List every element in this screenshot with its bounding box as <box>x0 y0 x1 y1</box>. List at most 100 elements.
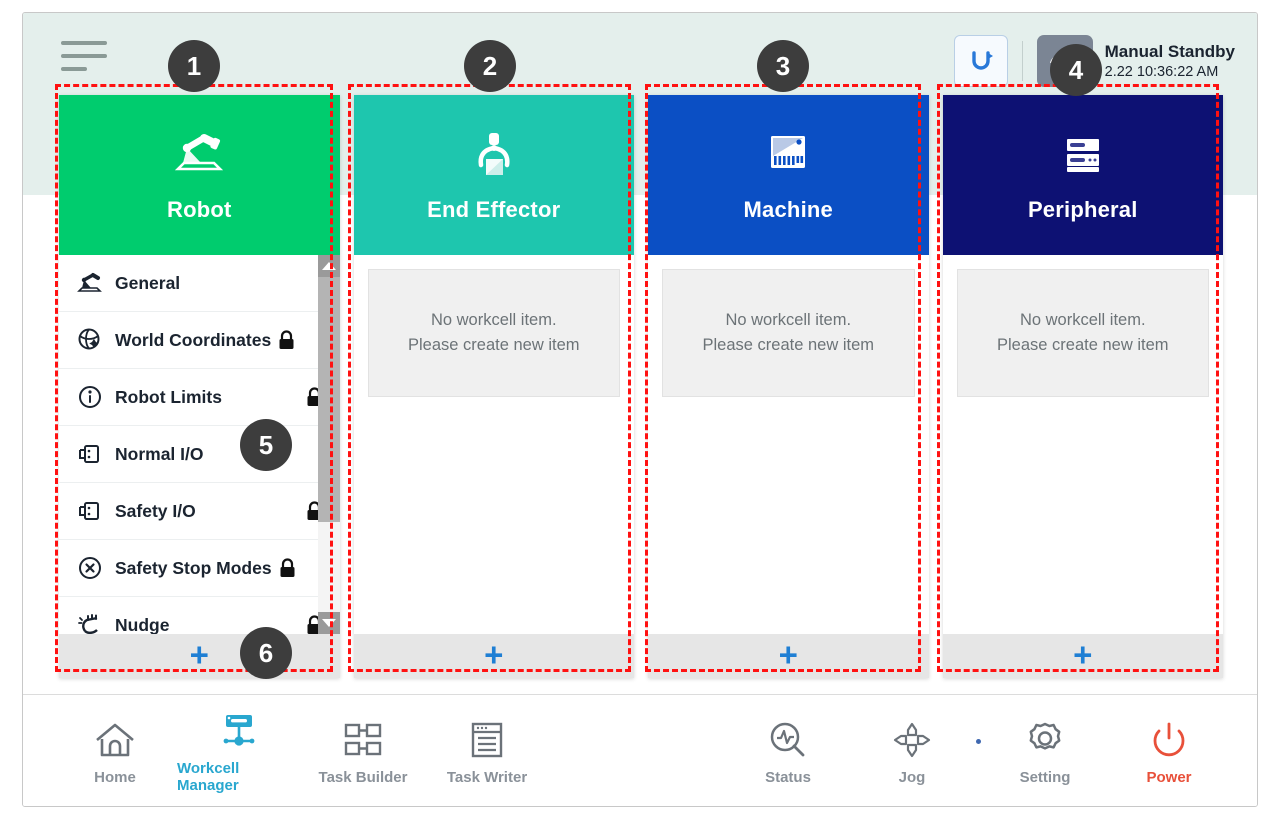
list-item-label: General <box>115 272 181 293</box>
column-title: Robot <box>166 197 232 222</box>
status-pulse-magnifier-icon <box>766 716 810 760</box>
list-scrollbar[interactable] <box>317 255 340 634</box>
list-item-world-coordinates[interactable]: World Coordinates <box>59 312 340 369</box>
list-item-normal-io[interactable]: Normal I/O <box>59 426 340 483</box>
list-item-general[interactable]: General <box>59 255 340 312</box>
scrollbar-thumb[interactable] <box>317 277 340 522</box>
column-header-robot[interactable]: Robot <box>59 95 340 255</box>
nav-right-group: Status Jog <box>726 716 1231 786</box>
annotation-badge-3: 3 <box>757 40 809 92</box>
column-body-peripheral: No workcell item. Please create new item <box>942 255 1223 634</box>
annotation-badge-6: 6 <box>240 627 292 679</box>
jog-dpad-icon <box>890 716 934 760</box>
status-timestamp: 2.22 10:36:22 AM <box>1104 63 1219 80</box>
robot-settings-list: General <box>59 255 340 634</box>
list-item-safety-stop-modes[interactable]: Safety Stop Modes <box>59 540 340 597</box>
scroll-up-button[interactable] <box>317 255 340 277</box>
gripper-icon <box>467 127 521 183</box>
stop-octagon-icon <box>73 555 107 581</box>
task-writer-document-icon <box>465 716 509 760</box>
annotation-badge-1: 1 <box>168 40 220 92</box>
add-end-effector-item-button[interactable]: + <box>353 634 634 678</box>
add-peripheral-item-button[interactable]: + <box>942 634 1223 678</box>
home-icon <box>93 716 137 760</box>
list-item-label: World Coordinates <box>115 329 272 350</box>
nav-label: Home <box>94 768 136 786</box>
status-title: Manual Standby <box>1104 42 1235 62</box>
hamburger-line <box>61 54 107 58</box>
limits-circle-icon <box>73 384 107 410</box>
column-title: End Effector <box>427 197 561 222</box>
separator-dot <box>976 739 981 744</box>
nav-label: Jog <box>898 768 926 786</box>
workcell-column-robot: Robot <box>59 95 340 678</box>
server-rack-icon <box>1057 127 1109 183</box>
bottom-navigation: Home <box>23 694 1257 806</box>
nav-left-group: Home <box>53 707 549 794</box>
empty-state-line1: No workcell item. <box>725 311 852 329</box>
lock-icon <box>277 329 296 351</box>
robot-arm-icon <box>170 127 228 183</box>
empty-state-peripheral: No workcell item. Please create new item <box>956 269 1209 397</box>
nav-label: Setting <box>1019 768 1071 786</box>
list-item-label: Robot Limits <box>115 386 222 407</box>
io-port-icon <box>73 441 107 467</box>
column-header-end-effector[interactable]: End Effector <box>353 95 634 255</box>
nav-item-home[interactable]: Home <box>53 707 177 794</box>
add-machine-item-button[interactable]: + <box>648 634 929 678</box>
nav-item-task-builder[interactable]: Task Builder <box>301 707 425 794</box>
empty-state-end-effector: No workcell item. Please create new item <box>367 269 620 397</box>
hamburger-menu-icon[interactable] <box>61 41 111 79</box>
nav-label: Workcell Manager <box>177 760 240 794</box>
list-item-nudge[interactable]: Nudge <box>59 597 340 634</box>
nav-item-status[interactable]: Status <box>726 716 850 786</box>
plus-icon: + <box>189 636 209 673</box>
io-port-icon <box>73 498 107 524</box>
workcell-node-icon <box>217 707 261 751</box>
annotation-badge-4: 4 <box>1050 44 1102 96</box>
column-body-robot: General <box>59 255 340 634</box>
list-item-label: Normal I/O <box>115 443 204 464</box>
header-divider <box>1021 41 1023 81</box>
add-robot-item-button[interactable]: + <box>59 634 340 678</box>
list-item-label: Safety I/O <box>115 500 196 521</box>
power-reset-button[interactable] <box>953 35 1008 87</box>
task-builder-blocks-icon <box>341 716 385 760</box>
nav-label: Task Builder <box>318 768 408 786</box>
plus-icon: + <box>1073 636 1093 673</box>
power-reset-icon <box>971 51 993 70</box>
nav-item-workcell-manager[interactable]: Workcell Manager <box>177 707 301 794</box>
hamburger-line <box>61 67 87 71</box>
column-header-peripheral[interactable]: Peripheral <box>942 95 1223 255</box>
empty-state-line2: Please create new item <box>407 336 580 354</box>
workcell-column-machine: Machine No workcell item. Please create … <box>648 95 929 678</box>
nav-label: Status <box>765 768 811 786</box>
plus-icon: + <box>484 636 504 673</box>
lock-icon <box>278 557 297 579</box>
robot-arm-icon <box>73 271 107 295</box>
workcell-column-peripheral: Peripheral No workcell item. Please crea… <box>942 95 1223 678</box>
empty-state-line1: No workcell item. <box>430 311 557 329</box>
list-item-robot-limits[interactable]: Robot Limits <box>59 369 340 426</box>
nav-item-power[interactable]: Power <box>1107 716 1231 786</box>
chevron-up-icon <box>321 262 336 270</box>
nav-item-task-writer[interactable]: Task Writer <box>425 707 549 794</box>
column-header-machine[interactable]: Machine <box>648 95 929 255</box>
annotation-badge-2: 2 <box>464 40 516 92</box>
nav-label: Power <box>1146 768 1192 786</box>
list-item-safety-io[interactable]: Safety I/O <box>59 483 340 540</box>
scroll-down-button[interactable] <box>317 612 340 634</box>
nav-item-jog[interactable]: Jog <box>850 716 974 786</box>
list-item-label: Nudge <box>115 614 170 635</box>
status-text-block: Manual Standby 2.22 10:36:22 AM <box>1105 41 1235 80</box>
column-body-end-effector: No workcell item. Please create new item <box>353 255 634 634</box>
workcell-board: Robot <box>23 95 1257 695</box>
device-frame: Manual Standby 2.22 10:36:22 AM <box>22 12 1258 807</box>
list-item-label: Safety Stop Modes <box>115 557 272 578</box>
column-body-machine: No workcell item. Please create new item <box>648 255 929 634</box>
cnc-machine-icon <box>762 127 814 183</box>
globe-coordinates-icon <box>73 327 107 353</box>
chevron-down-icon <box>321 619 336 627</box>
plus-icon: + <box>778 636 798 673</box>
nav-item-setting[interactable]: Setting <box>983 716 1107 786</box>
